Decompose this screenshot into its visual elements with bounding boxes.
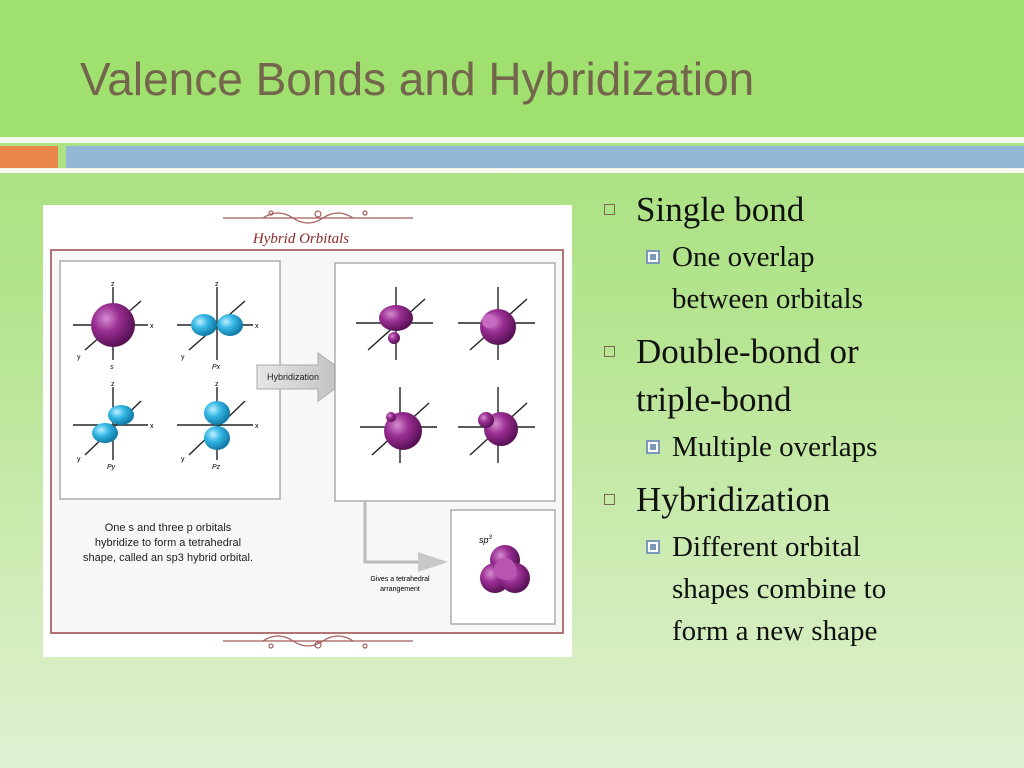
filled-square-bullet-icon	[646, 250, 660, 264]
orbital-pz: z x y Pz	[177, 381, 259, 471]
sub-bullet-text: between orbitals	[672, 283, 863, 315]
orbital-px: z x y Px	[177, 281, 259, 371]
caption-line-1: One s and three p orbitals	[105, 522, 232, 534]
bullet-text: Double-bond or	[636, 332, 859, 371]
bullet-single-bond: Single bond	[600, 186, 1010, 234]
axis-x-label: x	[255, 423, 259, 430]
arrangement-text-2: arrangement	[380, 586, 420, 593]
slide-title: Valence Bonds and Hybridization	[80, 53, 755, 105]
axis-z-label: z	[215, 281, 219, 288]
bullet-list: Single bond One overlap between orbitals…	[600, 186, 1010, 652]
sub-bullet: Different orbital shapes combine to form…	[600, 526, 1010, 652]
bullet-text: triple-bond	[636, 380, 792, 419]
hybrid-orbital-3	[360, 387, 437, 463]
orbital-label-py: Py	[107, 464, 116, 471]
sub-bullet: One overlap between orbitals	[600, 236, 1010, 320]
filled-square-bullet-icon	[646, 440, 660, 454]
ornament-top	[223, 210, 413, 224]
accent-bar-orange	[0, 146, 58, 168]
sub-bullet-text: Multiple overlaps	[672, 431, 878, 463]
bullet-double-bond: Double-bond or triple-bond	[600, 328, 1010, 424]
axis-y-label: y	[77, 456, 81, 463]
divider-line-2	[0, 168, 1024, 173]
arrangement-text-1: Gives a tetrahedral	[370, 576, 430, 583]
sub-bullet-text: One overlap	[672, 241, 815, 273]
sub-bullet-text: Different orbital	[672, 531, 861, 563]
hybrid-orbital-1	[356, 287, 433, 360]
figure-svg: Hybrid Orbitals z x y s	[50, 210, 564, 649]
orbital-label-px: Px	[212, 364, 221, 371]
caption-line-3: shape, called an sp3 hybrid orbital.	[83, 552, 253, 564]
axis-z-label: z	[215, 381, 219, 388]
bullet-text: Hybridization	[636, 480, 831, 519]
sp3-orbital	[480, 545, 530, 593]
hollow-square-bullet-icon	[604, 204, 615, 215]
panel-atomic-orbitals	[59, 260, 281, 500]
hollow-square-bullet-icon	[604, 346, 615, 357]
orbital-s: z x y s	[73, 281, 154, 371]
orbital-label-pz: Pz	[212, 464, 221, 471]
panel-hybrid-orbitals	[334, 262, 556, 502]
axis-y-label: y	[181, 354, 185, 361]
bullet-text: Single bond	[636, 190, 805, 229]
s-orbital-sphere	[91, 303, 135, 347]
sp3-label: sp3	[479, 535, 493, 545]
hybrid-orbital-2	[458, 287, 535, 360]
sub-bullet-text: form a new shape	[672, 615, 878, 647]
arrangement-arrow	[363, 501, 448, 572]
filled-square-bullet-icon	[646, 540, 660, 554]
orbital-py: z x y Py	[73, 381, 154, 471]
sub-bullet: Multiple overlaps	[600, 426, 1010, 468]
axis-x-label: x	[150, 423, 154, 430]
bullet-hybridization: Hybridization	[600, 476, 1010, 524]
axis-y-label: y	[77, 354, 81, 361]
axis-x-label: x	[150, 323, 154, 330]
divider-line	[0, 137, 1024, 143]
hybrid-orbital-4	[458, 387, 535, 463]
hybrid-orbitals-figure: Hybrid Orbitals z x y s	[43, 205, 572, 657]
caption-line-2: hybridize to form a tetrahedral	[95, 537, 241, 549]
axis-x-label: x	[255, 323, 259, 330]
axis-y-label: y	[181, 456, 185, 463]
sub-bullet-text: shapes combine to	[672, 573, 887, 605]
accent-bar-blue	[66, 146, 1024, 168]
axis-z-label: z	[111, 381, 115, 388]
title-bar	[0, 0, 1024, 137]
hybridization-label: Hybridization	[267, 372, 319, 382]
figure-heading: Hybrid Orbitals	[252, 231, 349, 247]
axis-z-label: z	[111, 281, 115, 288]
orbital-label-s: s	[110, 364, 114, 371]
ornament-bottom	[223, 635, 413, 649]
hollow-square-bullet-icon	[604, 494, 615, 505]
